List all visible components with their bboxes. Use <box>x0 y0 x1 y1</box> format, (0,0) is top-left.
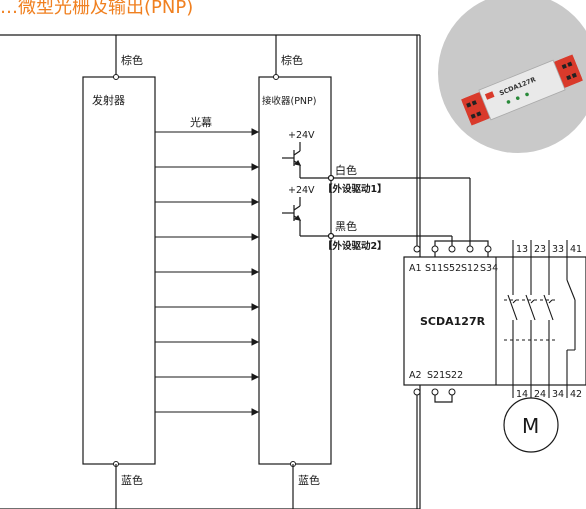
emitter-bottom-wire-label: 蓝色 <box>121 473 143 487</box>
output-2-color: 黑色 <box>335 219 357 233</box>
output-1-description: 【外设驱动1】 <box>323 183 387 195</box>
terminal-a1: A1 <box>409 263 422 274</box>
terminal-s11: S11 <box>425 263 443 274</box>
receiver-top-wire-label: 棕色 <box>281 53 303 67</box>
contact-41: 41 <box>570 244 582 255</box>
product-photo: SCDA127R <box>438 0 586 153</box>
terminal-s21: S21 <box>427 370 445 381</box>
emitter-box <box>82 76 156 465</box>
contact-14: 14 <box>516 389 528 400</box>
contact-23: 23 <box>534 244 546 255</box>
contact-42: 42 <box>570 389 582 400</box>
contact-24: 24 <box>534 389 546 400</box>
supply-1-label: +24V <box>288 130 315 141</box>
terminal-s52: S52 <box>443 263 461 274</box>
light-beams <box>155 128 260 416</box>
output-1-color: 白色 <box>335 163 357 177</box>
receiver-box <box>258 76 332 465</box>
diagram-title: …微型光栅及输出(PNP) <box>0 0 193 18</box>
safety-relay: A1 S11 S52 S12 S34 SCDA127R A2 S21 S22 <box>403 35 586 509</box>
motor-circle <box>503 397 559 453</box>
terminal-a2: A2 <box>409 370 422 381</box>
output-2-description: 【外设驱动2】 <box>323 240 387 252</box>
receiver: 棕色 接收器(PNP) 蓝色 +24V +24V <box>258 35 332 509</box>
contact-33: 33 <box>552 244 564 255</box>
contact-13: 13 <box>516 244 528 255</box>
terminal-s34: S34 <box>480 263 498 274</box>
relay-box <box>403 256 586 386</box>
emitter: 棕色 发射器 蓝色 <box>82 35 156 509</box>
terminal-s12: S12 <box>461 263 479 274</box>
receiver-bottom-wire-label: 蓝色 <box>298 473 320 487</box>
motor: M <box>503 397 559 453</box>
terminal-s22: S22 <box>445 370 463 381</box>
beam-label: 光幕 <box>190 115 212 129</box>
emitter-label: 发射器 <box>92 93 125 107</box>
transistor-2-symbol <box>282 197 331 237</box>
contact-34: 34 <box>552 389 564 400</box>
emitter-top-wire-label: 棕色 <box>121 53 143 67</box>
transistor-1-symbol <box>282 142 331 179</box>
output-wires <box>327 174 471 248</box>
receiver-label: 接收器(PNP) <box>262 95 316 107</box>
relay-model-label: SCDA127R <box>420 315 486 328</box>
supply-2-label: +24V <box>288 185 315 196</box>
motor-label: M <box>522 414 539 438</box>
